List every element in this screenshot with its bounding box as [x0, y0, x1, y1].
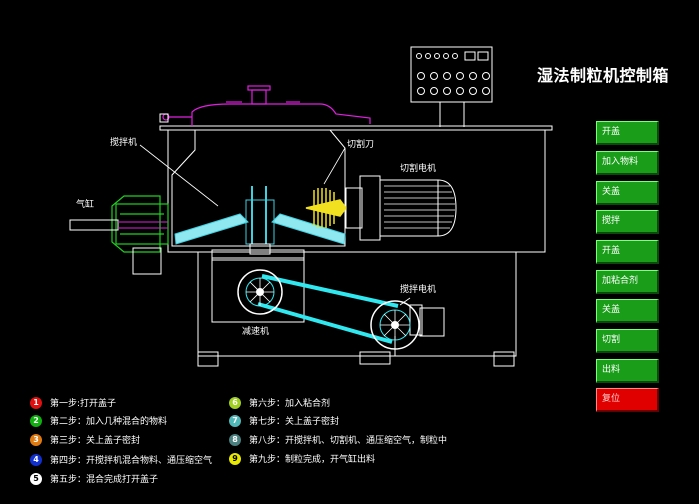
cutter-blade	[305, 188, 347, 228]
step-item: 2 第二步：加入几种混合的物料	[30, 414, 167, 427]
reducer-label: 减速机	[242, 327, 270, 337]
step-text: 第三步：关上盖子密封	[50, 436, 141, 446]
step-text: 第七步：关上盖子密封	[249, 417, 340, 427]
step-item: 6 第六步：加入粘合剂	[229, 396, 330, 409]
cylinder-label: 气缸	[76, 200, 95, 210]
add-material-button[interactable]: 加入物料	[596, 151, 659, 175]
page-title: 湿法制粒机控制箱	[537, 66, 670, 85]
pulley-belt	[237, 269, 420, 350]
step-text: 第六步：加入粘合剂	[249, 399, 331, 409]
step-number-icon: 8	[229, 433, 241, 446]
control-panel	[410, 46, 493, 103]
step-item: 8 第八步：开搅拌机、切割机、通压缩空气，制粒中	[229, 433, 447, 446]
step-item: 7 第七步：关上盖子密封	[229, 414, 339, 427]
stirrer-motor-label: 搅拌电机	[400, 285, 437, 295]
stir-button[interactable]: 搅拌	[596, 210, 659, 234]
cut-button[interactable]: 切割	[596, 329, 659, 353]
reset-button[interactable]: 复位	[596, 388, 659, 412]
open-lid-button[interactable]: 开盖	[596, 121, 659, 145]
leader-lines	[139, 144, 411, 306]
step-item: 5 第五步：混合完成打开盖子	[30, 472, 158, 485]
cutter-motor-label: 切割电机	[400, 164, 437, 174]
step-number-icon: 9	[229, 452, 241, 465]
step-number-icon: 7	[229, 414, 241, 427]
control-panel-indicators	[416, 51, 490, 95]
add-binder-button[interactable]: 加粘合剂	[596, 270, 659, 294]
open-lid-button-2[interactable]: 开盖	[596, 240, 659, 264]
step-text: 第四步：开搅拌机混合物料、通压缩空气	[50, 456, 213, 466]
step-number-icon: 5	[30, 472, 42, 485]
step-text: 第九步：制粒完成，开气缸出料	[249, 455, 376, 465]
step-text: 第二步：加入几种混合的物料	[50, 417, 168, 427]
step-number-icon: 3	[30, 433, 42, 446]
step-number-icon: 2	[30, 414, 42, 427]
step-text: 第八步：开搅拌机、切割机、通压缩空气，制粒中	[249, 436, 448, 446]
step-item: 1 第一步:打开盖子	[30, 396, 116, 409]
step-text: 第一步:打开盖子	[50, 399, 117, 409]
stirrer-label: 搅拌机	[110, 138, 138, 148]
discharge-button[interactable]: 出料	[596, 359, 659, 383]
cutter-label: 切割刀	[347, 140, 375, 150]
close-lid-button-2[interactable]: 关盖	[596, 299, 659, 323]
step-number-icon: 4	[30, 453, 42, 466]
step-item: 3 第三步：关上盖子密封	[30, 433, 140, 446]
step-text: 第五步：混合完成打开盖子	[50, 475, 159, 485]
step-item: 9 第九步：制粒完成，开气缸出料	[229, 452, 375, 465]
close-lid-button[interactable]: 关盖	[596, 181, 659, 205]
lid	[162, 85, 371, 126]
stirring-blade	[174, 186, 346, 255]
step-number-icon: 1	[30, 396, 42, 409]
air-cylinder	[111, 195, 169, 253]
step-item: 4 第四步：开搅拌机混合物料、通压缩空气	[30, 453, 212, 466]
step-number-icon: 6	[229, 396, 241, 409]
